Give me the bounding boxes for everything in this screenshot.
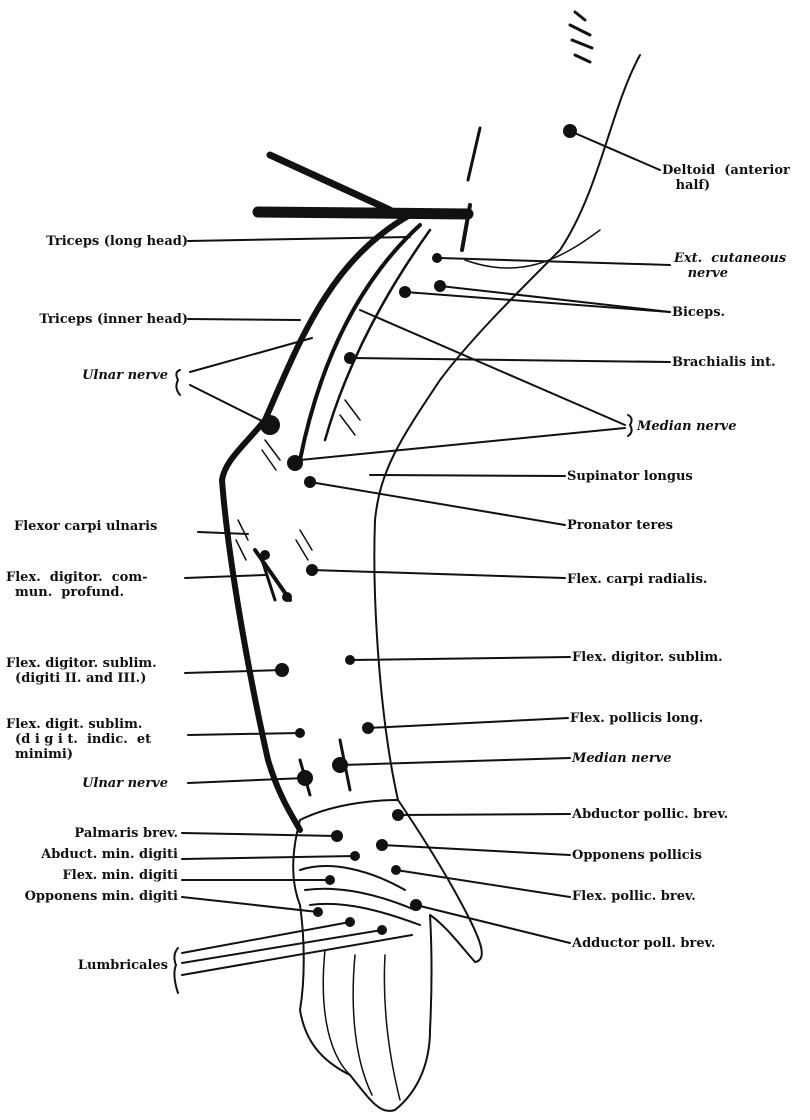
motor-point (392, 809, 404, 821)
label-abduct-min-digiti: Abduct. min. digiti (4, 847, 178, 862)
pointer-line (190, 385, 270, 425)
label-deltoid: Deltoid (anterior half) (662, 163, 790, 193)
pointer-line (382, 845, 570, 855)
motor-point (282, 592, 292, 602)
pointer-line (198, 532, 248, 534)
label-ulnar-nerve-lower: Ulnar nerve (50, 776, 168, 791)
label-opponens-pollicis: Opponens pollicis (572, 848, 702, 863)
label-palmaris-brev: Palmaris brev. (10, 826, 178, 841)
label-biceps: Biceps. (672, 305, 725, 320)
motor-point (362, 722, 374, 734)
motor-point (410, 899, 422, 911)
motor-point (376, 839, 388, 851)
label-flex-carpi-radialis: Flex. carpi radialis. (567, 572, 707, 587)
motor-point (325, 875, 335, 885)
motor-point (297, 770, 313, 786)
pointer-line (350, 358, 670, 362)
shoulder-stroke (270, 155, 390, 210)
shoulder-stroke (258, 212, 468, 214)
pointer-line (370, 475, 565, 476)
pointer-line (182, 833, 337, 836)
pointer-line (360, 310, 625, 425)
label-opponens-min-digiti: Opponens min. digiti (2, 889, 178, 904)
pointer-line (440, 286, 670, 312)
motor-point (345, 917, 355, 927)
pointer-line (185, 575, 265, 578)
pointer-line (416, 905, 570, 943)
pointer-line (398, 814, 570, 815)
chest-stroke (468, 128, 480, 180)
label-median-nerve-upper: Median nerve (637, 419, 737, 434)
label-supinator-longus: Supinator longus (567, 469, 693, 484)
motor-point (399, 286, 411, 298)
pointer-line (182, 935, 412, 975)
brace (628, 415, 632, 436)
motor-point (287, 455, 303, 471)
motor-point (332, 757, 348, 773)
label-flexor-carpi-ulnaris: Flexor carpi ulnaris (14, 519, 157, 534)
motor-point (295, 728, 305, 738)
pointer-line (440, 258, 670, 265)
label-median-nerve-lower: Median nerve (572, 751, 672, 766)
motor-point (313, 907, 323, 917)
pointer-line (188, 733, 300, 735)
label-flex-digit-sublim-indic: Flex. digit. sublim. (d i g i t. indic. … (6, 717, 151, 762)
finger-lines (323, 950, 400, 1100)
pointer-line (342, 758, 570, 765)
label-ext-cutaneous-nerve: Ext. cutaneous nerve (674, 251, 786, 281)
pointer-line (312, 570, 565, 578)
motor-point (345, 655, 355, 665)
motor-point (306, 564, 318, 576)
motor-point (434, 280, 446, 292)
label-flex-pollicis-long: Flex. pollicis long. (570, 711, 703, 726)
label-ulnar-nerve-upper: Ulnar nerve (50, 368, 168, 383)
pointer-line (182, 856, 355, 859)
motor-point (344, 352, 356, 364)
hatching (236, 400, 360, 560)
inner-arm-line (300, 225, 420, 460)
label-triceps-long-head: Triceps (long head) (10, 234, 188, 249)
label-adductor-poll-brev: Adductor poll. brev. (572, 936, 715, 951)
radial-contour (374, 55, 640, 800)
motor-point (391, 865, 401, 875)
motor-point (563, 124, 577, 138)
brace (174, 948, 178, 993)
pointer-line (405, 292, 670, 312)
motor-point (304, 476, 316, 488)
motor-point (260, 550, 270, 560)
label-abductor-pollic-brev: Abductor pollic. brev. (572, 807, 728, 822)
label-triceps-inner-head: Triceps (inner head) (6, 312, 188, 327)
pointer-line (350, 657, 570, 660)
label-brachialis: Brachialis int. (672, 355, 776, 370)
brace (176, 370, 180, 395)
pointer-line (570, 131, 660, 170)
motor-point (260, 415, 280, 435)
pointer-line (185, 670, 282, 673)
pointer-line (310, 482, 565, 525)
pointer-line (188, 319, 300, 320)
label-pronator-teres: Pronator teres (567, 518, 673, 533)
motor-point (331, 830, 343, 842)
pointer-line (368, 718, 568, 728)
chest-hatching (570, 12, 592, 62)
label-flex-digitor-profund: Flex. digitor. com- mun. profund. (6, 570, 147, 600)
pointer-line (188, 778, 305, 783)
label-flex-digitor-sublim-right: Flex. digitor. sublim. (572, 650, 723, 665)
label-flex-min-digiti: Flex. min. digiti (10, 868, 178, 883)
label-flex-digitor-sublim-left: Flex. digitor. sublim. (digiti II. and I… (6, 656, 157, 686)
motor-point (275, 663, 289, 677)
pointer-line (300, 428, 625, 460)
motor-point (350, 851, 360, 861)
label-flex-pollic-brev: Flex. pollic. brev. (572, 889, 696, 904)
motor-point (377, 925, 387, 935)
pointer-line (396, 870, 570, 897)
motor-point (432, 253, 442, 263)
label-lumbricales: Lumbricales (10, 958, 168, 973)
